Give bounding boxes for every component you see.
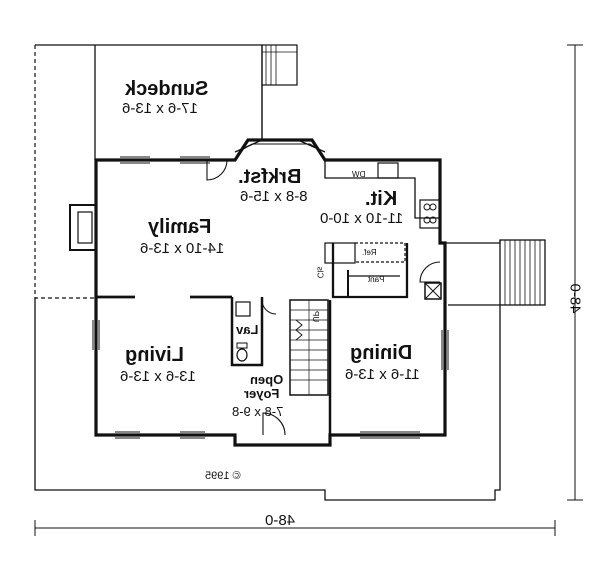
dimension-width [34,520,556,536]
room-brkfst-size: 8-8 x 15-6 [240,188,308,205]
kitchen-counter [324,160,440,219]
room-dining-name: Dining [350,342,413,364]
fireplace [69,204,97,251]
room-sundeck-size: 17-6 x 13-6 [122,100,198,117]
lav-walls [230,297,264,367]
door-lav [261,299,277,315]
room-lav-name: Lav [236,322,259,337]
room-foyer-name1: Open [250,372,284,387]
fixture-cls: Cls [315,266,325,279]
room-brkfst-name: Brkfst. [238,166,302,188]
room-sundeck-name: Sundeck [125,78,209,100]
room-kit-name: Kit. [365,188,398,210]
room-kit-size: 11-10 x 10-0 [320,210,404,227]
sundeck-stairs [261,44,298,86]
fixture-dw: DW [352,170,366,179]
door-family [206,159,228,181]
stairs-up-label: UP [311,310,321,323]
porch-front [34,298,501,501]
door-kitchen [419,261,441,283]
room-living-size: 13-6 x 13-6 [120,368,196,385]
fixture-pant: Pant [368,275,385,284]
room-living-name: Living [125,344,184,366]
exterior-walls [94,138,447,447]
door-foyer [262,412,286,436]
dimension-depth-label: 48-0 [566,283,584,314]
copyright: © 1995 [205,470,241,482]
room-family-name: Family [148,216,212,238]
dimension-width-label: 48-0 [265,512,296,529]
rear-stairs [499,239,546,306]
porch-outline [34,45,95,299]
room-foyer-name2: Foyer [244,386,280,401]
dimension-depth [567,44,583,501]
room-foyer-size: 7-8 x 9-8 [232,404,284,419]
room-dining-size: 11-6 x 13-6 [345,366,420,383]
room-family-size: 14-10 x 13-6 [140,240,225,257]
fixture-ref: Ref. [362,248,377,257]
